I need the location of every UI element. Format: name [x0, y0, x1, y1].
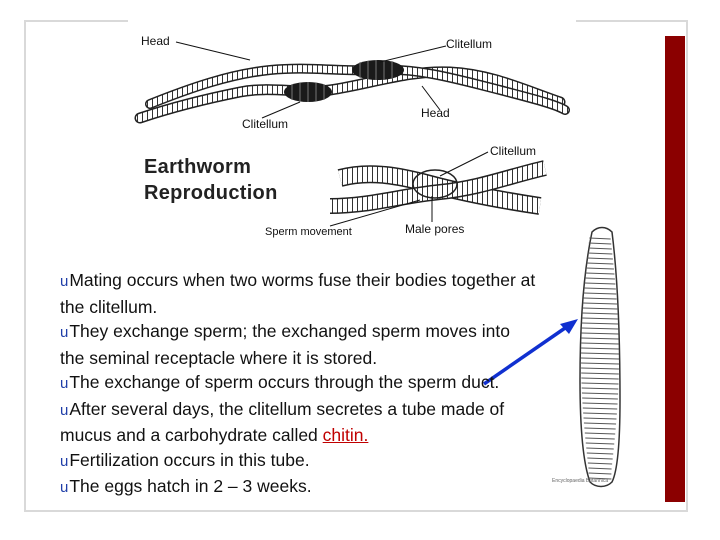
bullet-item: uThe eggs hatch in 2 – 3 weeks. — [60, 476, 312, 496]
bullet-item: uThey exchange sperm; the exchanged sper… — [60, 321, 510, 368]
label-clitellum-left: Clitellum — [242, 117, 289, 131]
bullet-list: uMating occurs when two worms fuse their… — [60, 268, 538, 501]
bullet-item: uMating occurs when two worms fuse their… — [60, 270, 536, 317]
worm-segments — [580, 237, 620, 480]
slide-frame — [24, 20, 688, 512]
accent-bar — [665, 36, 685, 502]
diamond-bullet-icon: u — [60, 324, 69, 341]
pointer-arrowhead — [560, 319, 578, 334]
pointer-arrow — [483, 324, 569, 386]
label-head-right: Head — [421, 106, 450, 120]
diamond-bullet-icon: u — [60, 401, 69, 419]
clitellum-closeup — [412, 169, 458, 199]
bullet-item: uAfter several days, the clitellum secre… — [60, 398, 505, 446]
diamond-bullet-icon: u — [60, 479, 69, 496]
clitellum-band — [352, 60, 404, 80]
label-clitellum-lower: Clitellum — [490, 144, 537, 158]
bullet-item: uThe exchange of sperm occurs through th… — [60, 372, 500, 392]
diamond-bullet-icon: u — [60, 452, 69, 470]
diamond-bullet-icon: u — [60, 273, 69, 290]
label-clitellum-top: Clitellum — [446, 37, 493, 51]
image-credit: Encyclopaedia Britannica — [552, 478, 609, 484]
label-male-pores: Male pores — [405, 222, 465, 236]
diamond-bullet-icon: u — [60, 375, 69, 392]
diagram-title: Earthworm Reproduction — [144, 154, 278, 206]
chitin-term: chitin. — [322, 425, 369, 445]
upright-worm — [579, 226, 621, 488]
diagram-title-line2: Reproduction — [144, 182, 278, 204]
diagram-title-line1: Earthworm — [144, 156, 252, 178]
label-sperm-movement: Sperm movement — [265, 226, 352, 238]
label-head-top: Head — [141, 34, 170, 48]
bullet-item: uFertilization occurs in this tube. — [60, 449, 310, 470]
frame-gap — [128, 14, 576, 26]
